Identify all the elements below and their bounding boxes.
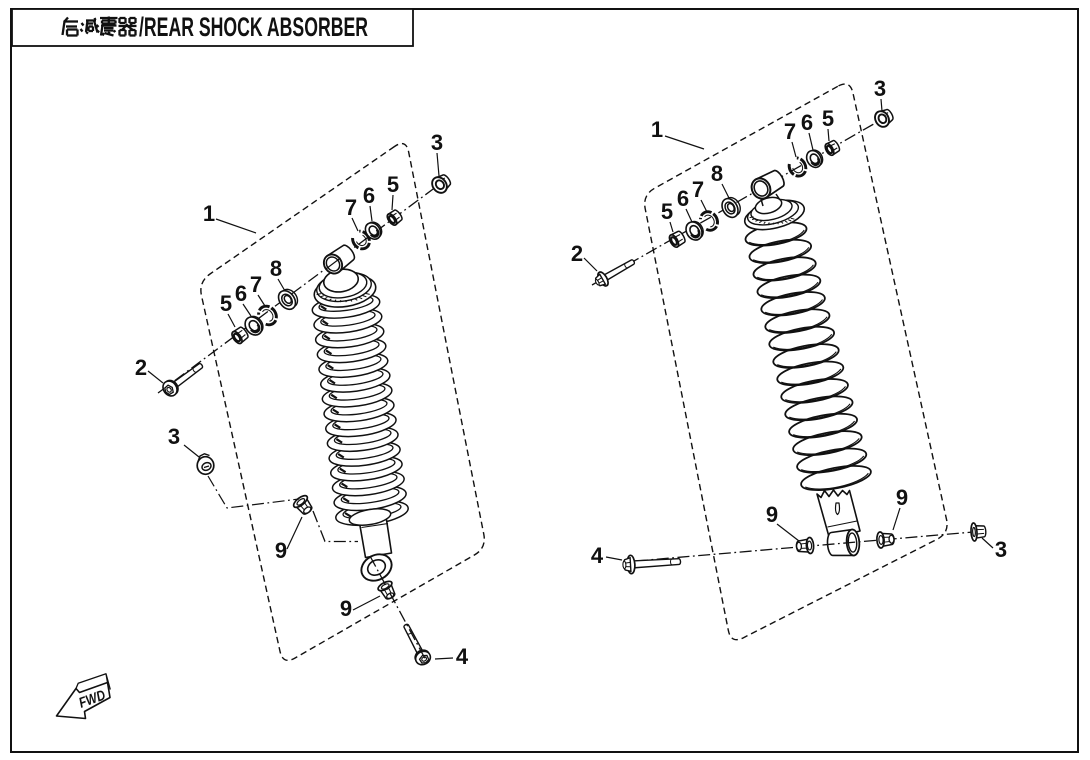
svg-text:9: 9 xyxy=(340,596,352,621)
svg-text:7: 7 xyxy=(345,195,357,220)
svg-text:1: 1 xyxy=(203,201,215,226)
svg-text:3: 3 xyxy=(874,76,886,101)
svg-text:5: 5 xyxy=(220,291,232,316)
svg-text:6: 6 xyxy=(801,110,813,135)
svg-text:4: 4 xyxy=(456,644,469,669)
svg-text:6: 6 xyxy=(363,183,375,208)
svg-text:6: 6 xyxy=(677,186,689,211)
svg-text:3: 3 xyxy=(431,130,443,155)
svg-text:2: 2 xyxy=(135,355,147,380)
svg-text:3: 3 xyxy=(995,537,1007,562)
svg-text:8: 8 xyxy=(270,256,282,281)
svg-text:9: 9 xyxy=(766,502,778,527)
svg-text:7: 7 xyxy=(250,272,262,297)
svg-text:7: 7 xyxy=(784,119,796,144)
svg-text:5: 5 xyxy=(661,199,673,224)
svg-text:6: 6 xyxy=(235,281,247,306)
svg-text:8: 8 xyxy=(711,161,723,186)
svg-text:1: 1 xyxy=(651,117,663,142)
svg-text:5: 5 xyxy=(822,106,834,131)
svg-text:9: 9 xyxy=(896,485,908,510)
svg-text:9: 9 xyxy=(275,538,287,563)
svg-text:2: 2 xyxy=(571,241,583,266)
svg-text:3: 3 xyxy=(168,424,180,449)
svg-text:4: 4 xyxy=(591,543,604,568)
svg-text:/REAR SHOCK ABSORBER: /REAR SHOCK ABSORBER xyxy=(139,12,368,42)
svg-text:7: 7 xyxy=(692,177,704,202)
svg-text:5: 5 xyxy=(387,172,399,197)
